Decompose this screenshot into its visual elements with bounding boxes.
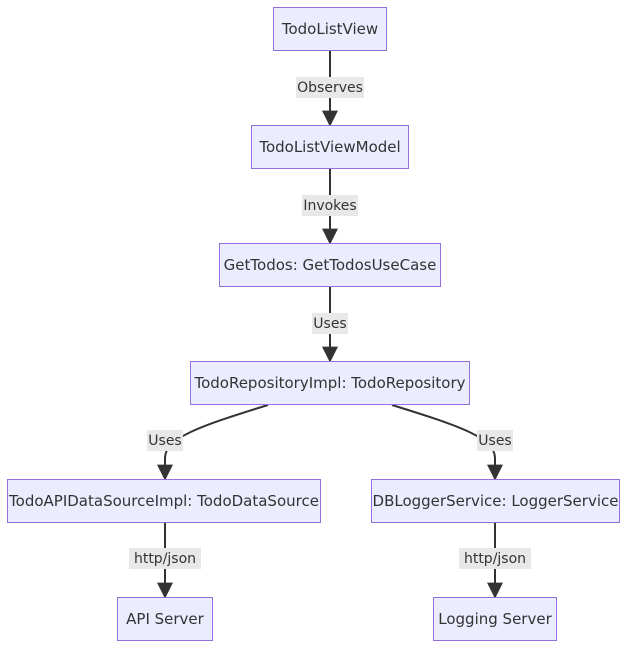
node-logging-server: Logging Server xyxy=(433,597,557,641)
node-get-todos-use-case: GetTodos: GetTodosUseCase xyxy=(219,243,441,287)
edge-label-http-json-api: http/json xyxy=(129,548,201,569)
edge-label-uses-logger: Uses xyxy=(477,430,513,451)
node-api-server: API Server xyxy=(117,597,213,641)
node-todo-list-view: TodoListView xyxy=(273,7,387,51)
node-db-logger-service: DBLoggerService: LoggerService xyxy=(371,479,620,523)
edge-label-observes: Observes xyxy=(296,77,364,98)
edge-repository-to-datasource xyxy=(157,404,269,481)
edge-label-uses: Uses xyxy=(312,313,348,334)
node-todo-api-data-source: TodoAPIDataSourceImpl: TodoDataSource xyxy=(7,479,321,523)
edge-label-uses-datasource: Uses xyxy=(147,430,183,451)
node-todo-list-view-model: TodoListViewModel xyxy=(251,125,409,169)
edge-repository-to-logger xyxy=(391,404,503,481)
node-todo-repository-impl: TodoRepositoryImpl: TodoRepository xyxy=(190,361,470,405)
edge-label-invokes: Invokes xyxy=(302,195,358,216)
edge-label-http-json-logging: http/json xyxy=(459,548,531,569)
